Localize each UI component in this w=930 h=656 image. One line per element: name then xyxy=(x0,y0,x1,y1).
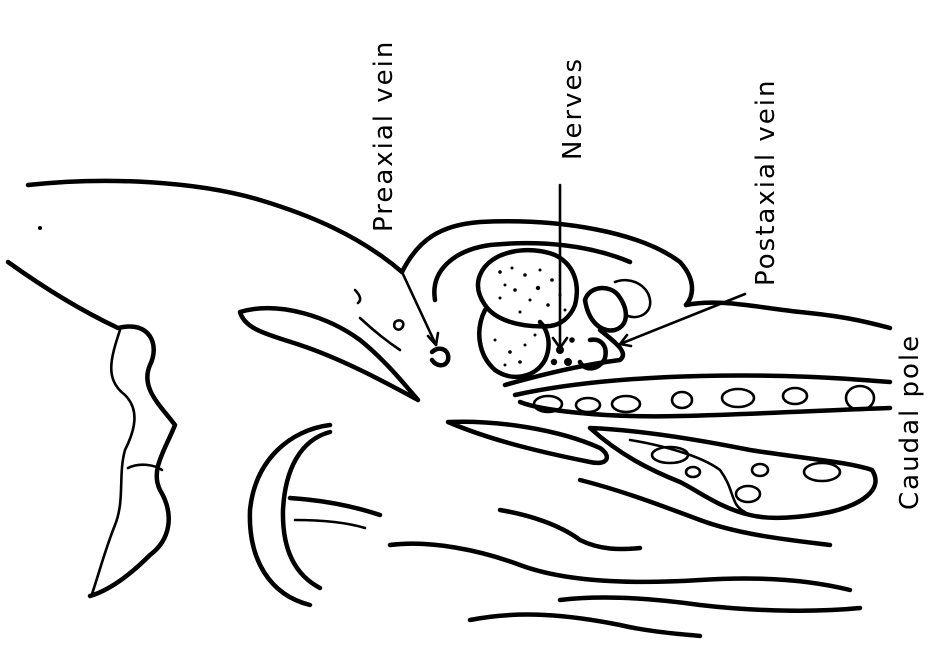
inner-strand-2 xyxy=(295,520,365,528)
hollow-arc-outer xyxy=(250,425,330,605)
lower-band-4 xyxy=(560,598,860,611)
lower-band-3 xyxy=(500,510,640,549)
preaxial-wedge xyxy=(240,308,418,400)
preaxial-leader xyxy=(402,272,436,345)
vessel-slit xyxy=(355,290,360,303)
lobule-line-1 xyxy=(92,330,134,594)
preaxial-vein-shape xyxy=(432,349,448,366)
ganglion-speckles xyxy=(494,267,567,367)
label-nerves: Nerves xyxy=(558,57,588,160)
vessel-loop xyxy=(394,320,403,329)
sac-ovals xyxy=(652,447,840,502)
oval-chain xyxy=(534,386,874,412)
ventral-band-upper xyxy=(515,375,890,395)
central-blade xyxy=(448,422,607,463)
inner-strand xyxy=(290,498,380,515)
left-lobulated-mass xyxy=(8,262,175,596)
postaxial-leader xyxy=(620,294,745,344)
label-preaxial-vein: Preaxial vein xyxy=(369,40,399,232)
label-postaxial-vein: Postaxial vein xyxy=(751,79,781,286)
small-rounded-body xyxy=(585,288,626,330)
lower-band-5 xyxy=(470,615,700,636)
lower-band-1 xyxy=(580,480,830,545)
ganglion-lower-lobe xyxy=(479,310,548,377)
hollow-arc-inner xyxy=(283,432,330,588)
label-caudal-pole: Caudal pole xyxy=(895,334,925,510)
upper-body-outline xyxy=(28,181,402,272)
stray-mark xyxy=(38,226,42,230)
ganglion-mass xyxy=(478,250,577,326)
